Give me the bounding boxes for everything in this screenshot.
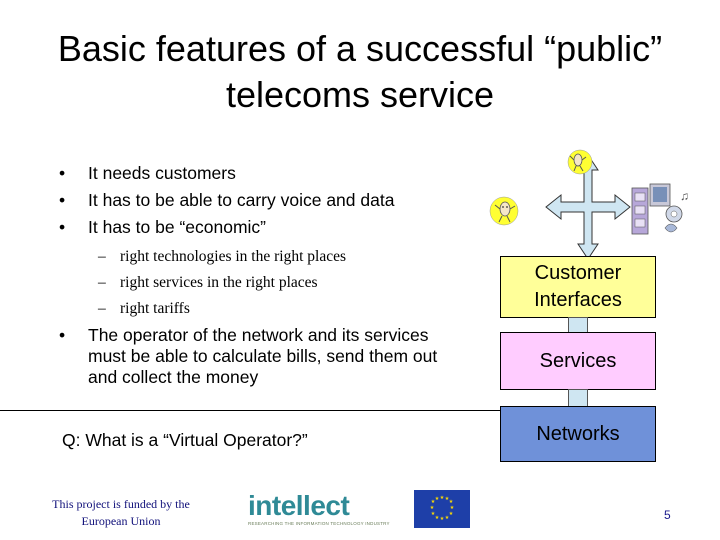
svg-text:★: ★ xyxy=(430,505,435,511)
svg-text:♫: ♫ xyxy=(680,189,689,203)
bullet-item: It needs customers xyxy=(56,160,394,187)
customer-figure-top-icon xyxy=(567,149,593,175)
bullet-list-billing: The operator of the network and its serv… xyxy=(56,325,456,388)
divider-line xyxy=(0,410,504,411)
slide-title: Basic features of a successful “public” … xyxy=(57,28,663,115)
bullet-item: It has to be able to carry voice and dat… xyxy=(56,187,394,214)
connector-arrow xyxy=(568,317,588,333)
customer-figure-left-icon xyxy=(489,196,519,226)
svg-text:★: ★ xyxy=(440,516,445,522)
logo-wordmark: intellect xyxy=(248,490,350,521)
funding-note: This project is funded by the European U… xyxy=(52,497,190,528)
sub-bullet-item: right services in the right places xyxy=(98,270,346,296)
sub-bullet-item: right tariffs xyxy=(98,296,346,322)
svg-text:★: ★ xyxy=(435,496,440,502)
svg-text:★: ★ xyxy=(450,505,455,511)
customer-interfaces-box: Customer Interfaces xyxy=(500,256,656,318)
svg-text:★: ★ xyxy=(435,515,440,521)
svg-text:★: ★ xyxy=(445,496,450,502)
logo-tagline: RESEARCHING THE INFORMATION TECHNOLOGY I… xyxy=(248,521,390,526)
svg-text:★: ★ xyxy=(449,499,454,505)
bullet-item: It has to be “economic” xyxy=(56,214,394,241)
svg-text:★: ★ xyxy=(431,499,436,505)
sub-bullet-list: right technologies in the right places r… xyxy=(98,244,346,322)
svg-text:★: ★ xyxy=(431,511,436,517)
four-way-arrow xyxy=(545,154,631,260)
intellect-logo: intellect RESEARCHING THE INFORMATION TE… xyxy=(248,490,390,528)
svg-text:★: ★ xyxy=(440,495,445,501)
svg-text:★: ★ xyxy=(449,511,454,517)
media-devices-icon: ♫ xyxy=(631,183,689,235)
services-box: Services xyxy=(500,332,656,390)
sub-bullet-item: right technologies in the right places xyxy=(98,244,346,270)
svg-text:★: ★ xyxy=(445,515,450,521)
bullet-item: The operator of the network and its serv… xyxy=(56,325,456,388)
customer-access-diagram: ♫ xyxy=(489,149,689,260)
connector-arrow xyxy=(568,389,588,407)
page-number: 5 xyxy=(664,508,671,522)
question-text: Q: What is a “Virtual Operator?” xyxy=(62,430,308,450)
networks-box: Networks xyxy=(500,406,656,462)
eu-flag-icon: ★★★ ★★★ ★★★ ★★★ xyxy=(414,490,470,528)
bullet-list: It needs customers It has to be able to … xyxy=(56,160,394,241)
